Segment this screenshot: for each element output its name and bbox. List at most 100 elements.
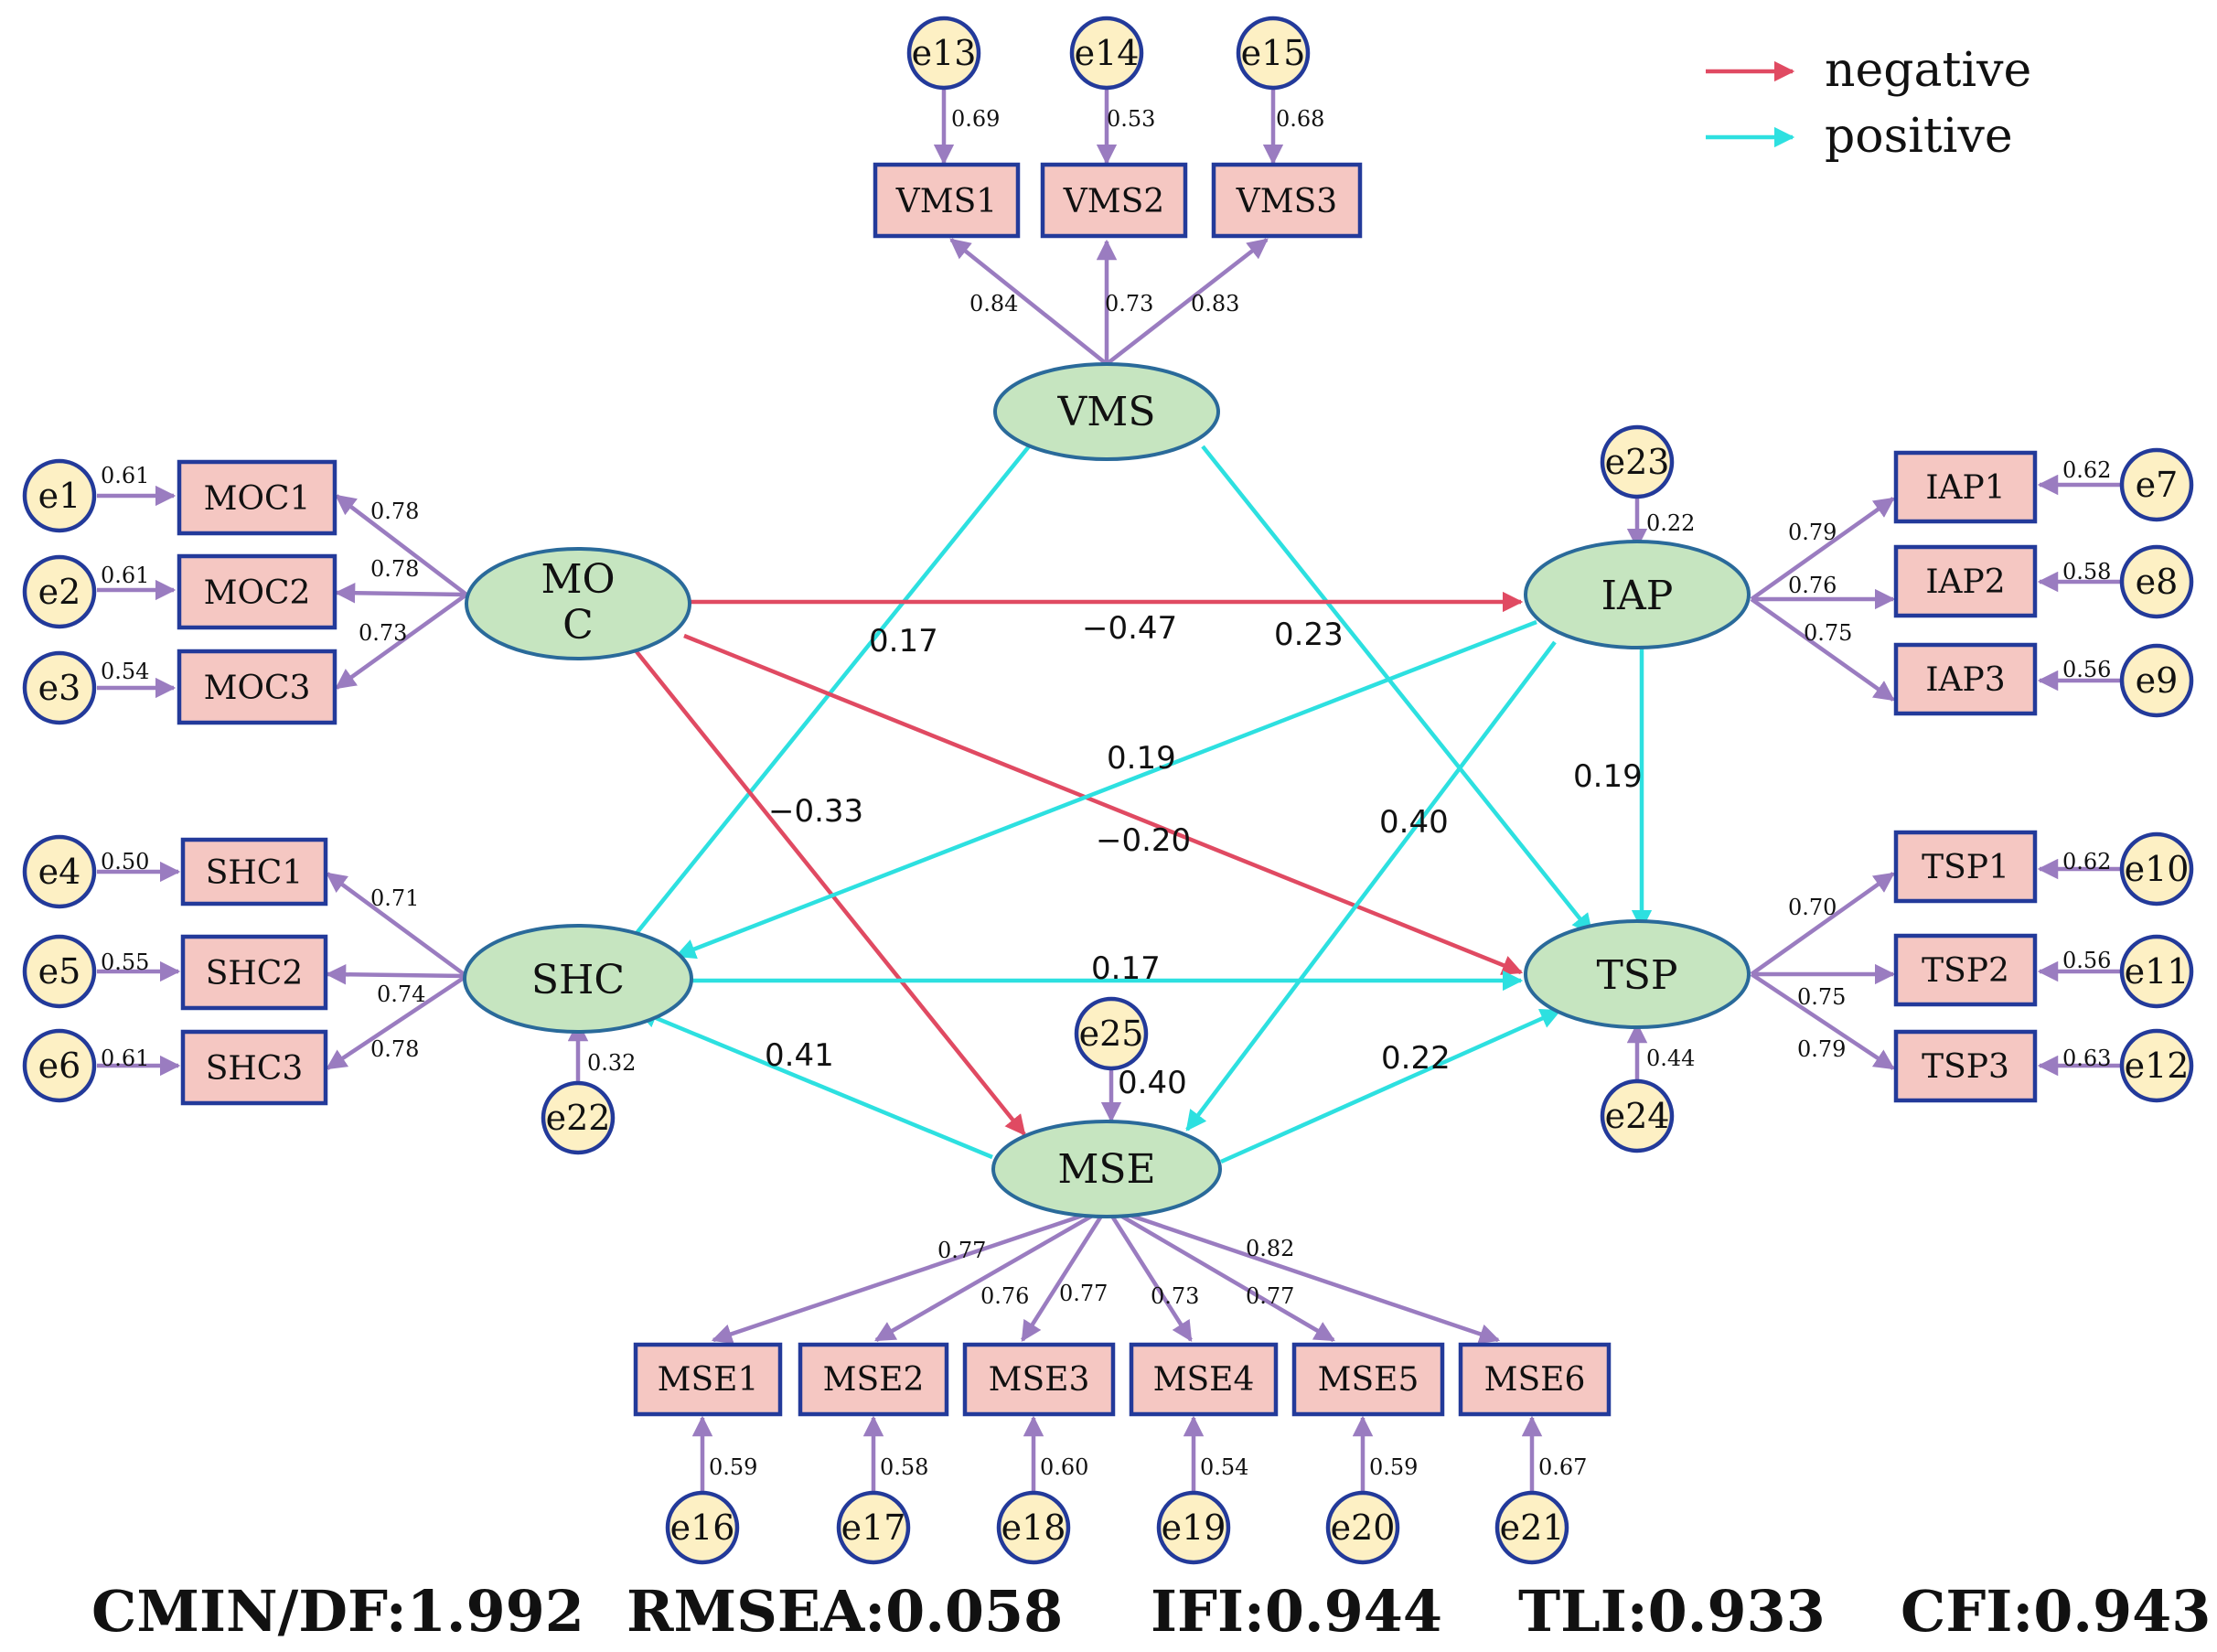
observed-moc3: MOC3 <box>177 649 337 725</box>
observed-mse5-label: MSE5 <box>1318 1361 1419 1399</box>
error-e23-label: e23 <box>1605 442 1670 482</box>
error-e11-label: e11 <box>2125 951 2190 992</box>
observed-iap2-label: IAP2 <box>1925 563 2005 601</box>
weight-mse-tsp: 0.22 <box>1381 1040 1451 1077</box>
loading-iap1: 0.79 <box>1788 520 1837 545</box>
weight-iap-shc: 0.19 <box>1107 740 1176 777</box>
error-weight-e5: 0.55 <box>101 949 149 975</box>
observed-mse3-label: MSE3 <box>989 1361 1090 1399</box>
loading-iap2: 0.76 <box>1788 573 1837 598</box>
error-e16-label: e16 <box>670 1507 735 1548</box>
weight-iap-tsp: 0.19 <box>1573 758 1643 795</box>
error-e21: e21 <box>1494 1490 1569 1565</box>
error-weight-e2: 0.61 <box>101 563 149 588</box>
latent-iap: IAP <box>1524 540 1751 649</box>
loading-shc3: 0.78 <box>370 1036 419 1062</box>
error-e17: e17 <box>836 1490 911 1565</box>
observed-tsp1: TSP1 <box>1893 830 2038 904</box>
observed-mse2-label: MSE2 <box>823 1361 925 1399</box>
error-e7-label: e7 <box>2136 465 2179 505</box>
loading-tsp1: 0.70 <box>1788 895 1837 920</box>
error-e10-label: e10 <box>2125 849 2190 889</box>
latent-vms: VMS <box>993 362 1220 461</box>
error-weight-e25: 0.40 <box>1118 1065 1187 1101</box>
error-e15: e15 <box>1236 16 1311 91</box>
observed-iap3: IAP3 <box>1893 642 2038 716</box>
error-e12: e12 <box>2119 1028 2194 1103</box>
error-weight-e19: 0.54 <box>1200 1454 1248 1480</box>
error-e11: e11 <box>2119 934 2194 1009</box>
latent-vms-label: VMS <box>1057 389 1156 435</box>
error-e15-label: e15 <box>1241 33 1306 73</box>
error-e2-label: e2 <box>38 572 81 612</box>
error-weight-e13: 0.69 <box>951 106 1000 132</box>
error-e18: e18 <box>996 1490 1071 1565</box>
error-e22: e22 <box>541 1080 616 1155</box>
error-e25: e25 <box>1074 996 1149 1071</box>
latent-mse: MSE <box>991 1120 1222 1218</box>
fit-tli: TLI:0.933 <box>1518 1578 1826 1645</box>
error-weight-e24: 0.44 <box>1646 1046 1695 1071</box>
loading-mse5: 0.77 <box>1246 1283 1294 1309</box>
observed-shc1-label: SHC1 <box>206 854 304 892</box>
error-weight-e14: 0.53 <box>1107 106 1155 132</box>
error-weight-e4: 0.50 <box>101 849 149 874</box>
error-weight-e11: 0.56 <box>2062 948 2111 973</box>
error-weight-e22: 0.32 <box>587 1050 636 1076</box>
error-e13-label: e13 <box>912 33 977 73</box>
legend-positive-label: positive <box>1825 109 2013 164</box>
weight-moc-iap: −0.47 <box>1082 610 1177 647</box>
error-weight-e16: 0.59 <box>709 1454 757 1480</box>
path-moc-tsp <box>683 633 1524 975</box>
observed-mse2: MSE2 <box>798 1342 949 1417</box>
error-weight-e6: 0.61 <box>101 1046 149 1071</box>
loading-moc2: 0.78 <box>370 556 419 582</box>
fit-rmsea: RMSEA:0.058 <box>627 1578 1063 1645</box>
loading-iap3: 0.75 <box>1804 620 1852 646</box>
observed-tsp2: TSP2 <box>1893 933 2038 1007</box>
observed-mse1: MSE1 <box>633 1342 783 1417</box>
error-terms: e13 e14 e15 e1 e2 e3 e4 e5 e6 e7 e8 e9 e… <box>22 16 2194 1565</box>
weight-moc-tsp: −0.20 <box>1096 822 1191 859</box>
loading-moc1: 0.78 <box>370 499 419 524</box>
observed-shc3-label: SHC3 <box>206 1050 304 1088</box>
latent-tsp-label: TSP <box>1596 952 1677 999</box>
path-mse-tsp <box>1220 1008 1562 1164</box>
loading-weights: 0.84 0.73 0.83 0.78 0.78 0.73 0.71 0.74 … <box>359 291 1852 1309</box>
error-e1-label: e1 <box>38 476 81 516</box>
error-weight-e23: 0.22 <box>1646 510 1695 536</box>
observed-vms1-label: VMS1 <box>895 183 997 220</box>
error-weight-e7: 0.62 <box>2062 457 2111 483</box>
path-vms-shc <box>620 445 1031 953</box>
error-weight-e15: 0.68 <box>1276 106 1324 132</box>
weight-moc-mse: −0.33 <box>768 793 863 830</box>
error-e12-label: e12 <box>2125 1046 2190 1086</box>
path-iap-shc <box>674 619 1537 960</box>
error-weight-e3: 0.54 <box>101 659 149 684</box>
observed-iap1: IAP1 <box>1893 450 2038 524</box>
observed-shc2-label: SHC2 <box>206 955 304 992</box>
error-e24: e24 <box>1600 1078 1675 1153</box>
observed-vms2: VMS2 <box>1040 162 1188 239</box>
error-e8-label: e8 <box>2136 562 2179 602</box>
observed-mse6-label: MSE6 <box>1484 1361 1586 1399</box>
observed-iap2: IAP2 <box>1893 544 2038 618</box>
observed-mse1-label: MSE1 <box>658 1361 759 1399</box>
error-lines <box>97 82 2120 1498</box>
error-e5-label: e5 <box>38 951 81 992</box>
fit-cmin-df: CMIN/DF:1.992 <box>91 1578 584 1645</box>
observed-iap3-label: IAP3 <box>1925 661 2005 699</box>
loading-moc3: 0.73 <box>359 620 407 646</box>
error-e4-label: e4 <box>38 852 81 892</box>
error-weight-e18: 0.60 <box>1040 1454 1088 1480</box>
loading-tsp2: 0.75 <box>1797 984 1846 1010</box>
path-moc-mse <box>629 643 1026 1136</box>
loading-vms3: 0.83 <box>1191 291 1239 316</box>
error-e23: e23 <box>1600 424 1675 499</box>
error-e13: e13 <box>906 16 981 91</box>
observed-mse3: MSE3 <box>962 1342 1116 1417</box>
observed-tsp1-label: TSP1 <box>1922 849 2009 886</box>
error-weight-e17: 0.58 <box>880 1454 928 1480</box>
observed-mse5: MSE5 <box>1291 1342 1445 1417</box>
observed-shc2: SHC2 <box>180 934 328 1011</box>
